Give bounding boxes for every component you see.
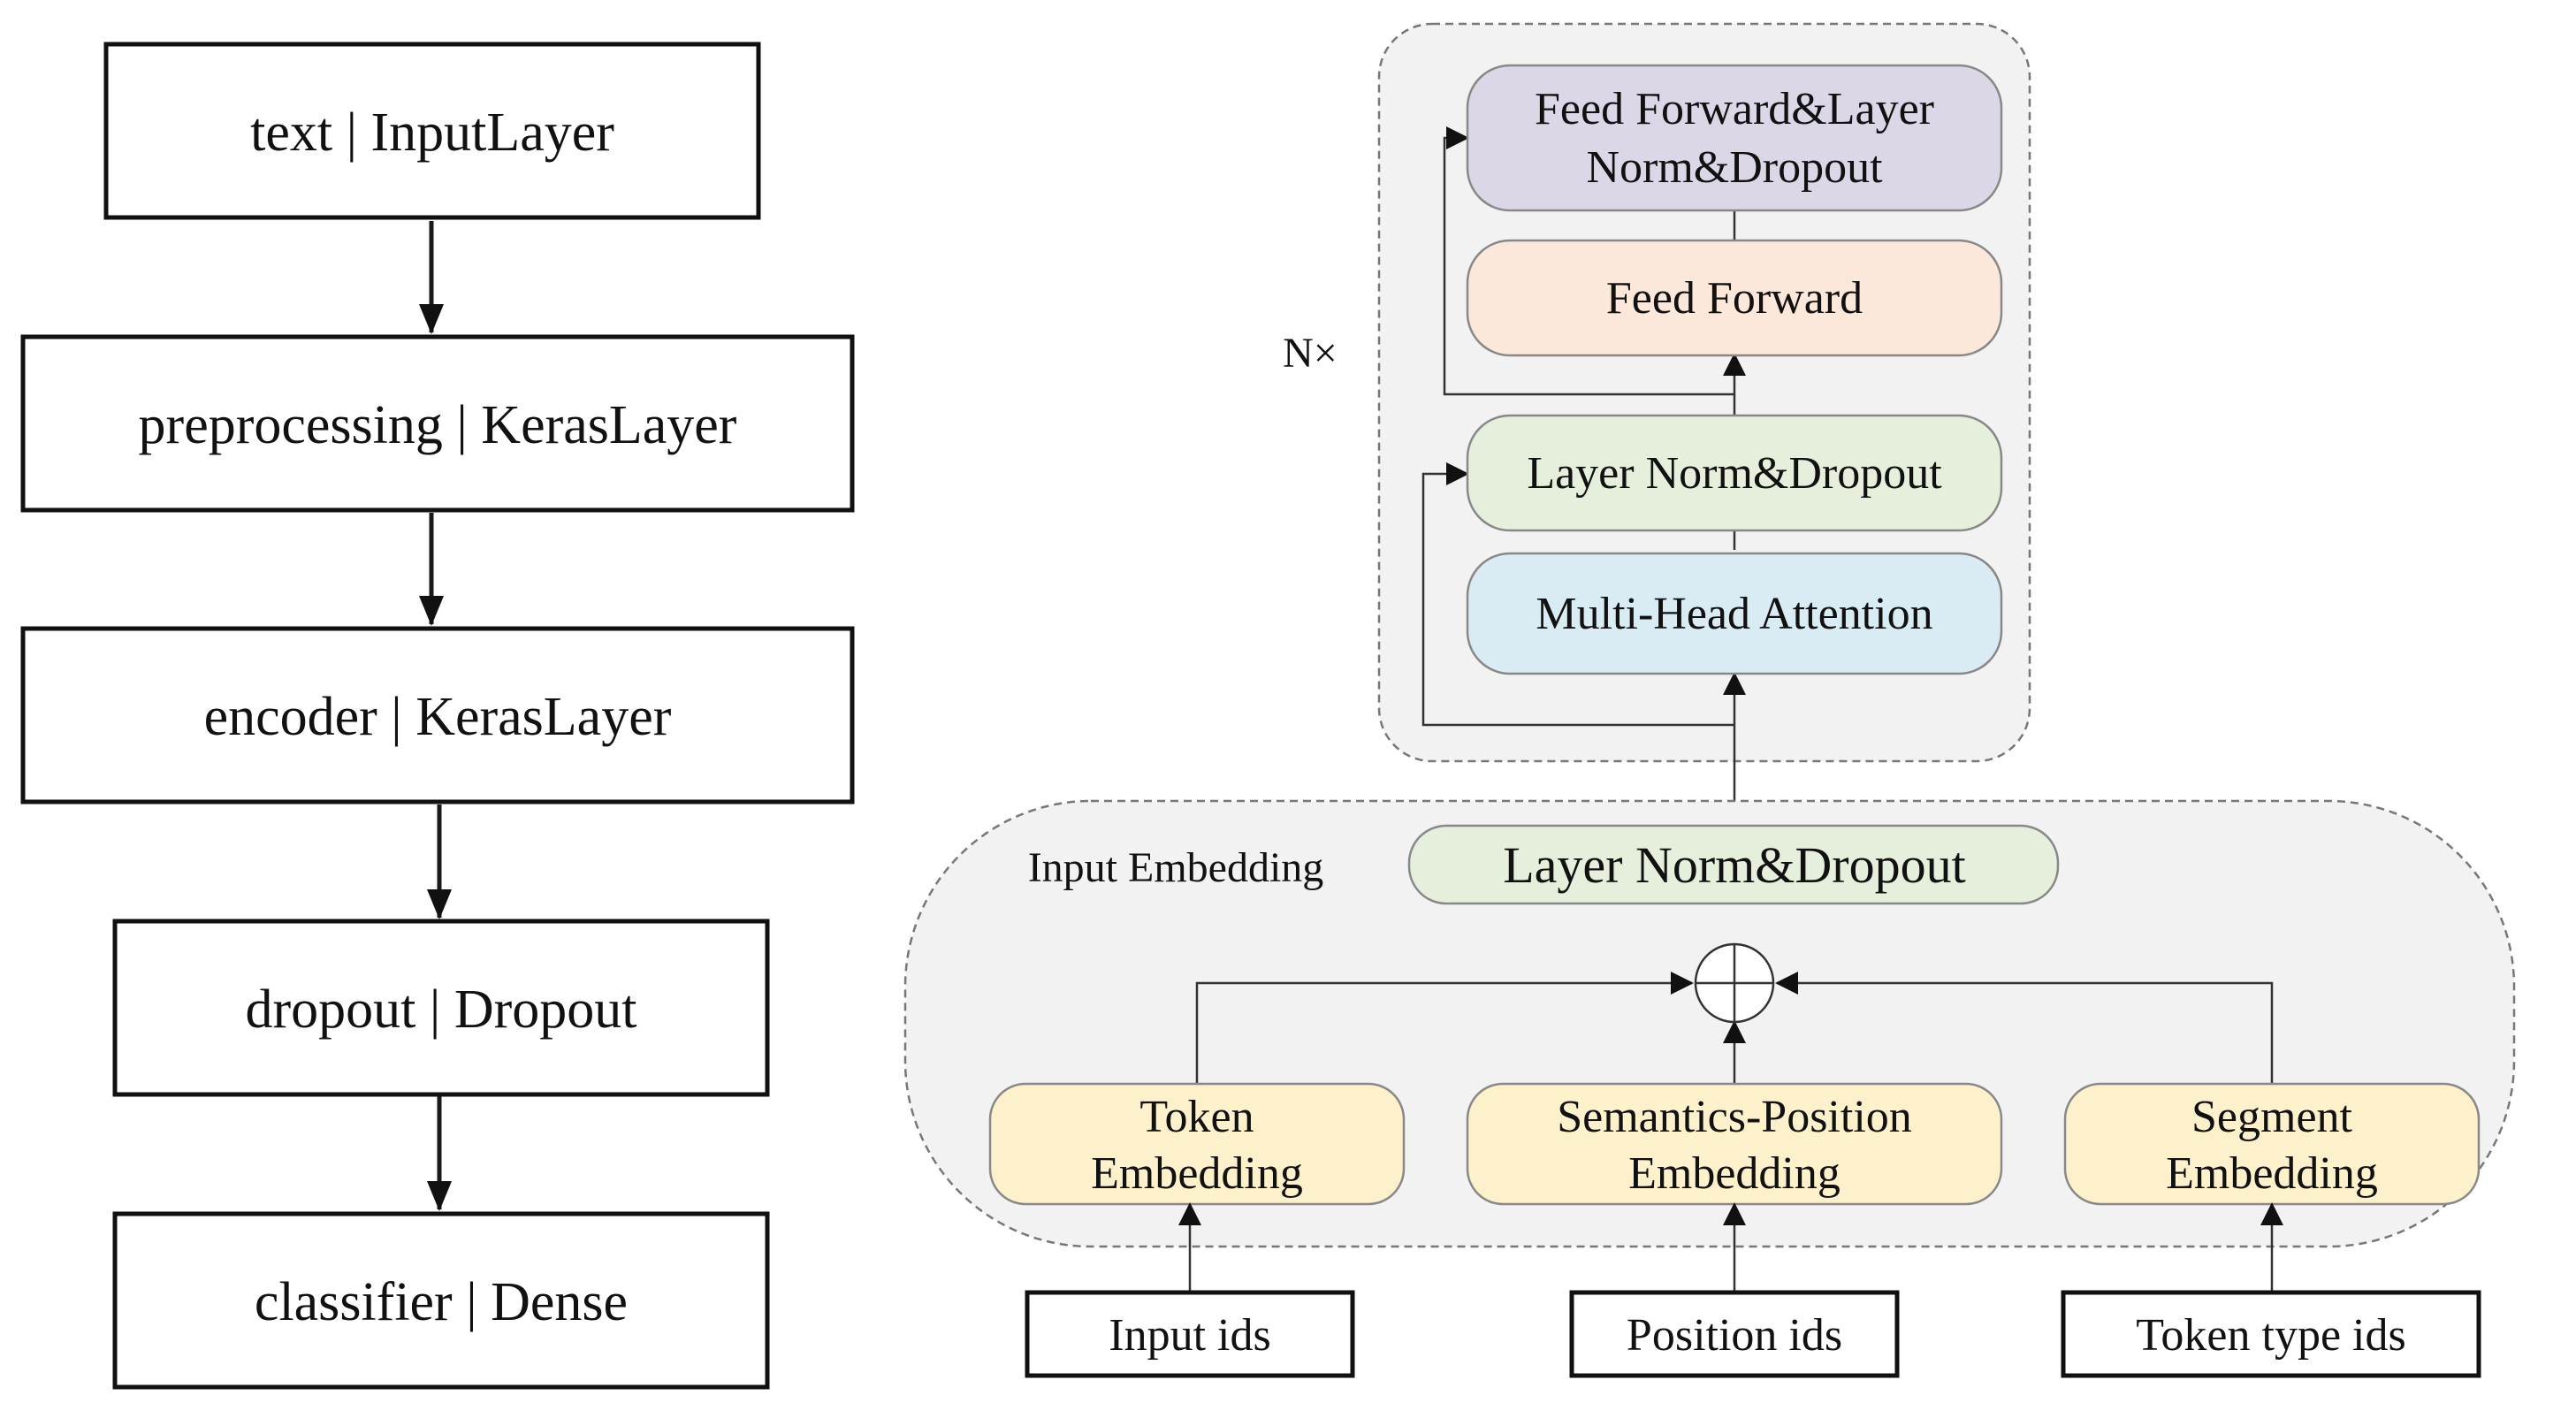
attn-norm-dropout-box: Layer Norm&Dropout xyxy=(1466,414,2003,532)
token-to-sum-arrow xyxy=(1195,972,1694,1084)
feed-forward-box: Feed Forward xyxy=(1466,239,2003,357)
ffn-norm-line1: Feed Forward&Layer xyxy=(1535,84,1934,134)
token-embedding-line2: Embedding xyxy=(1091,1148,1303,1199)
multi-head-attention-box: Multi-Head Attention xyxy=(1466,552,2003,675)
segment-to-sum-arrow xyxy=(1775,972,2274,1084)
input-id-boxes: Input ids Position ids Token type ids xyxy=(1025,1202,2481,1378)
semantic-position-embedding-box: Semantics-Position Embedding xyxy=(1466,1082,2003,1206)
residual-arrow-feedforward xyxy=(1443,126,1734,396)
attention-label: Multi-Head Attention xyxy=(1536,589,1932,639)
semantic-embedding-line1: Semantics-Position xyxy=(1557,1092,1912,1142)
token-type-ids-label: Token type ids xyxy=(2136,1310,2405,1361)
segment-embedding-line2: Embedding xyxy=(2166,1148,2378,1199)
feed-forward-label: Feed Forward xyxy=(1606,273,1863,324)
encoder-block: N× Feed Forward&Layer Norm&Dropout Feed … xyxy=(1283,22,2031,818)
layer-encoder-label: encoder | KerasLayer xyxy=(204,687,672,747)
position-ids-label: Position ids xyxy=(1627,1310,1842,1361)
embedding-norm-label: Layer Norm&Dropout xyxy=(1503,836,1965,894)
residual-arrow-attention xyxy=(1421,462,1734,727)
layer-classifier: classifier | Dense xyxy=(112,1211,770,1390)
layer-encoder: encoder | KerasLayer xyxy=(20,626,855,804)
layer-preprocessing: preprocessing | KerasLayer xyxy=(20,334,855,513)
sum-operator-icon xyxy=(1694,942,1775,1024)
input-ids-box: Input ids xyxy=(1025,1290,1355,1378)
input-ids-label: Input ids xyxy=(1109,1310,1270,1361)
token-type-ids-box: Token type ids xyxy=(2061,1290,2481,1378)
attn-norm-label: Layer Norm&Dropout xyxy=(1527,448,1942,499)
ffn-norm-dropout-box: Feed Forward&Layer Norm&Dropout xyxy=(1466,64,2003,212)
ffn-norm-line2: Norm&Dropout xyxy=(1586,142,1883,193)
keras-pipeline: text | InputLayer preprocessing | KerasL… xyxy=(20,42,855,1390)
embedding-norm-dropout-box: Layer Norm&Dropout xyxy=(1407,824,2060,905)
layer-dropout-label: dropout | Dropout xyxy=(246,980,637,1040)
layer-classifier-label: classifier | Dense xyxy=(255,1272,628,1332)
repeat-label: N× xyxy=(1283,330,1338,377)
token-embedding-box: Token Embedding xyxy=(988,1082,1406,1206)
layer-dropout: dropout | Dropout xyxy=(112,919,770,1097)
segment-embedding-box: Segment Embedding xyxy=(2063,1082,2481,1206)
layer-preprocessing-label: preprocessing | KerasLayer xyxy=(139,395,737,455)
layer-input: text | InputLayer xyxy=(103,42,761,220)
position-ids-box: Position ids xyxy=(1569,1290,1900,1378)
semantic-embedding-line2: Embedding xyxy=(1628,1148,1841,1199)
input-embedding-title: Input Embedding xyxy=(1028,844,1324,891)
layer-input-label: text | InputLayer xyxy=(250,103,614,163)
token-embedding-line1: Token xyxy=(1139,1092,1254,1142)
segment-embedding-line1: Segment xyxy=(2191,1092,2353,1142)
input-embedding-group: Input Embedding Layer Norm&Dropout Token… xyxy=(903,799,2516,1248)
